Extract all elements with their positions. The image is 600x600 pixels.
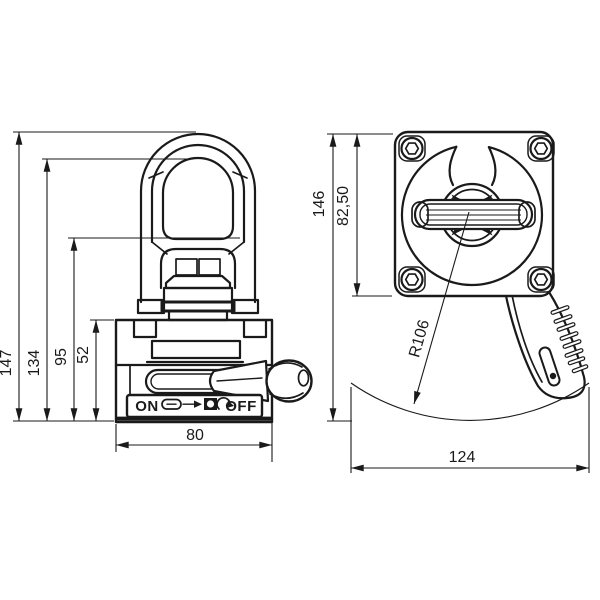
body-top-tabs (132, 318, 268, 339)
bar-end-cap-right (518, 201, 536, 228)
corner-pad-bl (398, 266, 426, 293)
dim-value: 147 (0, 350, 15, 377)
shackle-parting-lines (148, 171, 248, 179)
cam-plate-outline (400, 145, 544, 287)
shackle-outer-outline (139, 132, 257, 304)
shackle-foot-left (136, 298, 166, 315)
dim-ring-height-134: 134 (26, 158, 194, 421)
handle-bar-seam (216, 377, 263, 382)
shackle-opening (161, 156, 235, 241)
dim-value: 80 (186, 427, 204, 444)
dim-value: 82,50 (335, 186, 352, 226)
dim-opening-height-95: 95 (53, 237, 240, 421)
body-name-plate (150, 339, 242, 360)
on-label: ON (135, 398, 159, 415)
swing-arc (350, 382, 590, 421)
shackle-foot-right (230, 298, 260, 315)
front-switch-plate: ON OFF (125, 393, 264, 419)
top-dimensions: 146 82,50 R106 124 (311, 133, 590, 473)
grip-ribs (550, 305, 589, 374)
dim-overall-height-147: 147 (0, 131, 196, 422)
dim-value: 95 (53, 348, 70, 366)
knob-bottom-seam (269, 392, 304, 400)
dim-value: 134 (26, 350, 43, 377)
handle-knob (265, 359, 313, 403)
slider-icon (161, 398, 182, 410)
front-dimensions: 147 134 95 52 80 (0, 131, 273, 462)
grip-inner-edge (511, 294, 543, 383)
front-handle (208, 359, 313, 403)
front-view: ON OFF 147 (0, 131, 313, 462)
cam-slot-left (448, 145, 458, 187)
dim-value: 124 (449, 449, 476, 466)
grip-slot-latch (549, 372, 557, 380)
dim-body-height-52: 52 (75, 319, 114, 421)
front-shackle (136, 132, 260, 315)
top-rotor (400, 145, 544, 287)
corner-pad-br (527, 266, 555, 293)
grip-outline (503, 289, 586, 400)
top-view: 146 82,50 R106 124 (311, 130, 590, 473)
cam-slot-right (487, 146, 497, 187)
handle-bar-inner (419, 203, 528, 226)
arrow-right-icon (182, 400, 202, 408)
dim-swing-width-124: 124 (350, 387, 590, 473)
handle-bar-grip-lines (426, 209, 521, 221)
corner-pad-tr (527, 135, 555, 162)
knob-end-boss (297, 369, 310, 387)
dim-value: 146 (311, 191, 328, 218)
grip-slot (538, 346, 561, 387)
bar-end-cap-left (411, 201, 429, 228)
dim-value: 52 (75, 346, 92, 364)
pivot-rotate-icon (204, 397, 234, 410)
dim-body-width-80: 80 (115, 330, 273, 462)
knob-top-seam (268, 362, 303, 370)
swivel-arch (159, 247, 237, 290)
off-label: OFF (225, 398, 257, 415)
top-handle-grip (503, 289, 589, 400)
dim-body-depth-8250: 82,50 (335, 134, 392, 297)
corner-pad-tl (398, 135, 426, 162)
